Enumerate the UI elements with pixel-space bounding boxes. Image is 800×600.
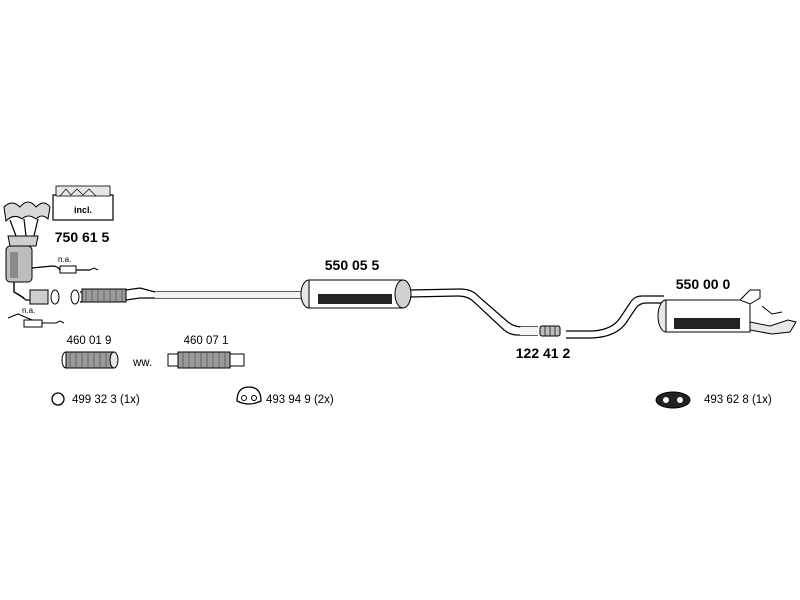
sensor-note-top-label: n.a. (58, 255, 71, 264)
manifold-catalyst-label: 750 61 5 (55, 229, 110, 245)
flex-pipe-1-label: 460 01 9 (67, 335, 112, 347)
ring-part-label: 499 32 3 (1x) (72, 394, 140, 406)
rear-silencer-label: 550 00 0 (676, 276, 731, 292)
flex-pipe-2-label: 460 07 1 (184, 335, 229, 347)
connector-clamp: 122 41 2 (516, 325, 571, 361)
flex-pipe-2: 460 07 1 (167, 335, 245, 369)
manifold-catalyst (3, 201, 51, 301)
front-flange (29, 289, 80, 305)
gasket-kit-box: incl. (52, 185, 114, 221)
connector-label: 122 41 2 (516, 345, 571, 361)
hanger-part-label: 493 94 9 (2x) (266, 394, 334, 406)
middle-to-rear-pipe (409, 288, 538, 336)
lambda-sensor-bottom: n.a. (7, 306, 65, 328)
hanger-icon (236, 386, 262, 405)
lambda-sensor-top: n.a. (31, 255, 99, 274)
rear-pipe (566, 295, 664, 339)
rear-rubber-part-label: 493 62 8 (1x) (704, 394, 772, 406)
flex-pipe-1: 460 01 9 (61, 335, 119, 369)
flex-pipe-alternative-label: ww. (132, 357, 152, 369)
ring-part: 499 32 3 (1x) (51, 392, 140, 406)
rear-rubber-part: 493 62 8 (1x) (655, 391, 772, 409)
rear-silencer: 550 00 0 (657, 276, 797, 335)
rubber-mount-icon (655, 391, 691, 409)
manifold-note-label: incl. (74, 205, 92, 215)
hanger-part: 493 94 9 (2x) (236, 386, 334, 406)
sensor-note-bottom-label: n.a. (22, 306, 35, 315)
front-pipe (79, 287, 305, 303)
middle-silencer: 550 05 5 (300, 257, 412, 309)
ring-icon (51, 392, 65, 406)
middle-silencer-label: 550 05 5 (325, 257, 380, 273)
